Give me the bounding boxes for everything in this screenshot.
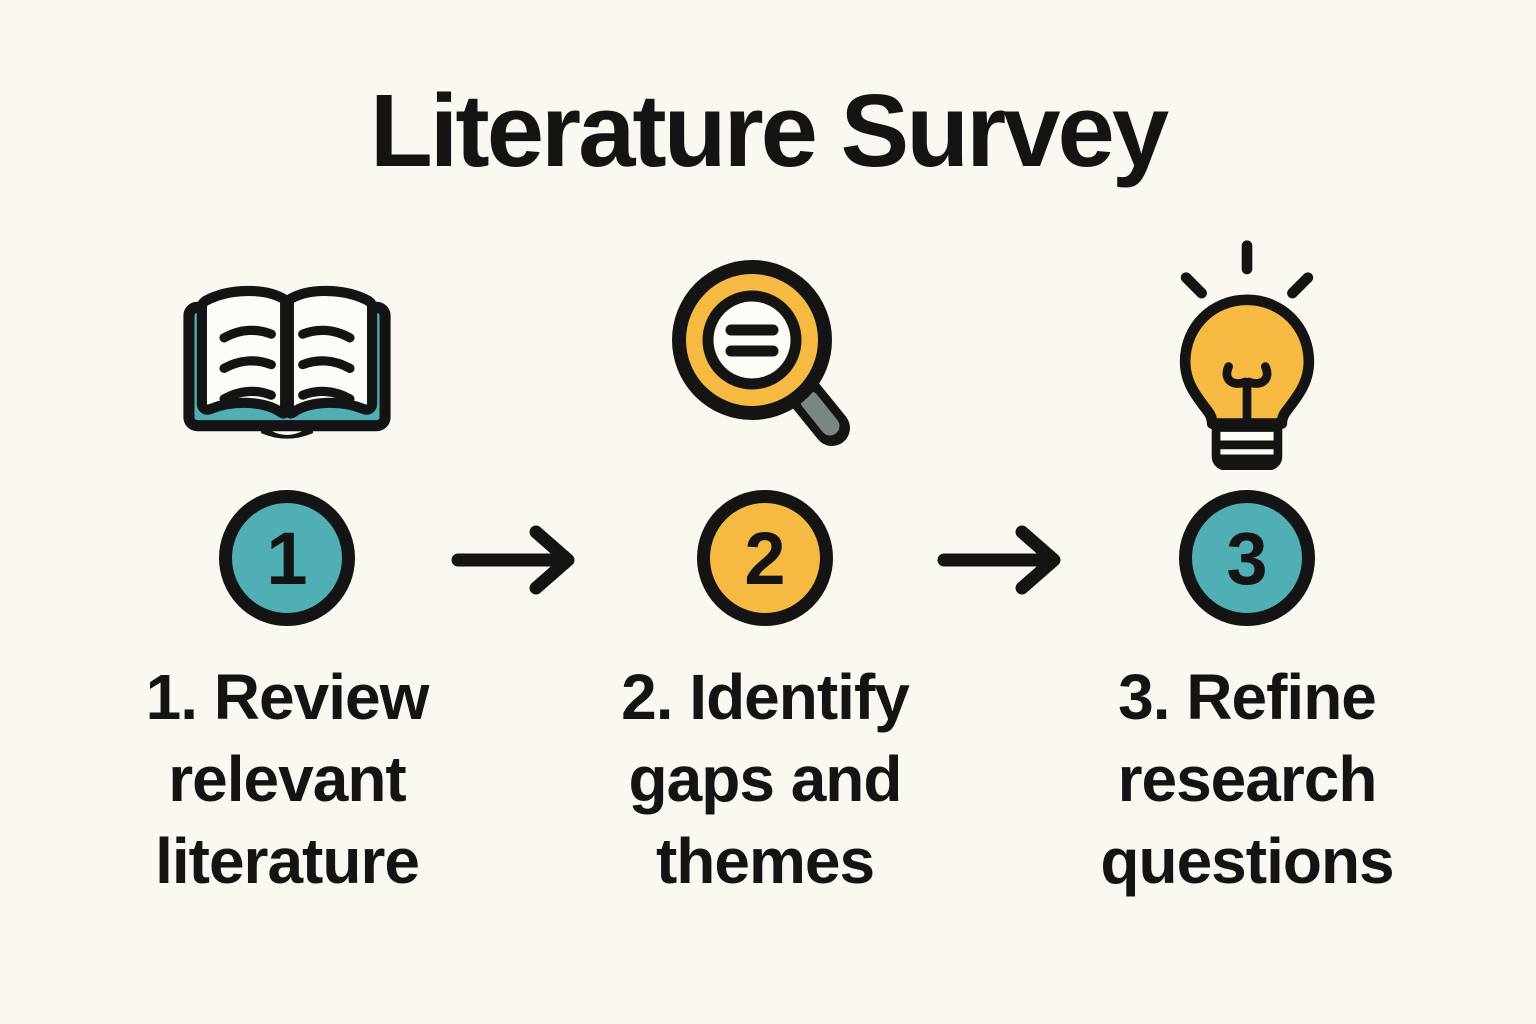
- step-2: 2 2. Identify gaps and themes: [555, 238, 975, 902]
- step-label-line: relevant: [168, 743, 406, 815]
- step-1-number-badge: 1: [219, 490, 355, 626]
- step-label-line: 2. Identify: [621, 661, 910, 733]
- step-number: 1: [266, 516, 308, 600]
- step-label-line: themes: [655, 825, 875, 897]
- step-number: 2: [744, 516, 786, 600]
- page-title: Literature Survey: [369, 73, 1169, 188]
- arrow-right-icon: [936, 520, 1066, 600]
- step-label-line: research: [1117, 743, 1378, 815]
- step-3: 3 3. Refine research questions: [1037, 238, 1457, 902]
- step-label-line: literature: [155, 825, 420, 897]
- step-label-line: gaps and: [628, 743, 903, 815]
- step-label: 2. Identify gaps and themes: [621, 656, 910, 902]
- arrow-right-icon: [450, 520, 580, 600]
- lightbulb-icon: [1158, 238, 1336, 470]
- step-label-line: questions: [1100, 825, 1394, 897]
- step-label: 1. Review relevant literature: [145, 656, 430, 902]
- step-label: 3. Refine research questions: [1100, 656, 1394, 902]
- magnifying-glass-icon: [660, 238, 870, 470]
- step-1: 1 1. Review relevant literature: [77, 238, 497, 902]
- step-number: 3: [1226, 516, 1268, 600]
- step-label-line: 3. Refine: [1118, 661, 1377, 733]
- step-3-number-badge: 3: [1179, 490, 1315, 626]
- step-2-number-badge: 2: [697, 490, 833, 626]
- step-label-line: 1. Review: [145, 661, 430, 733]
- open-book-icon: [176, 238, 398, 470]
